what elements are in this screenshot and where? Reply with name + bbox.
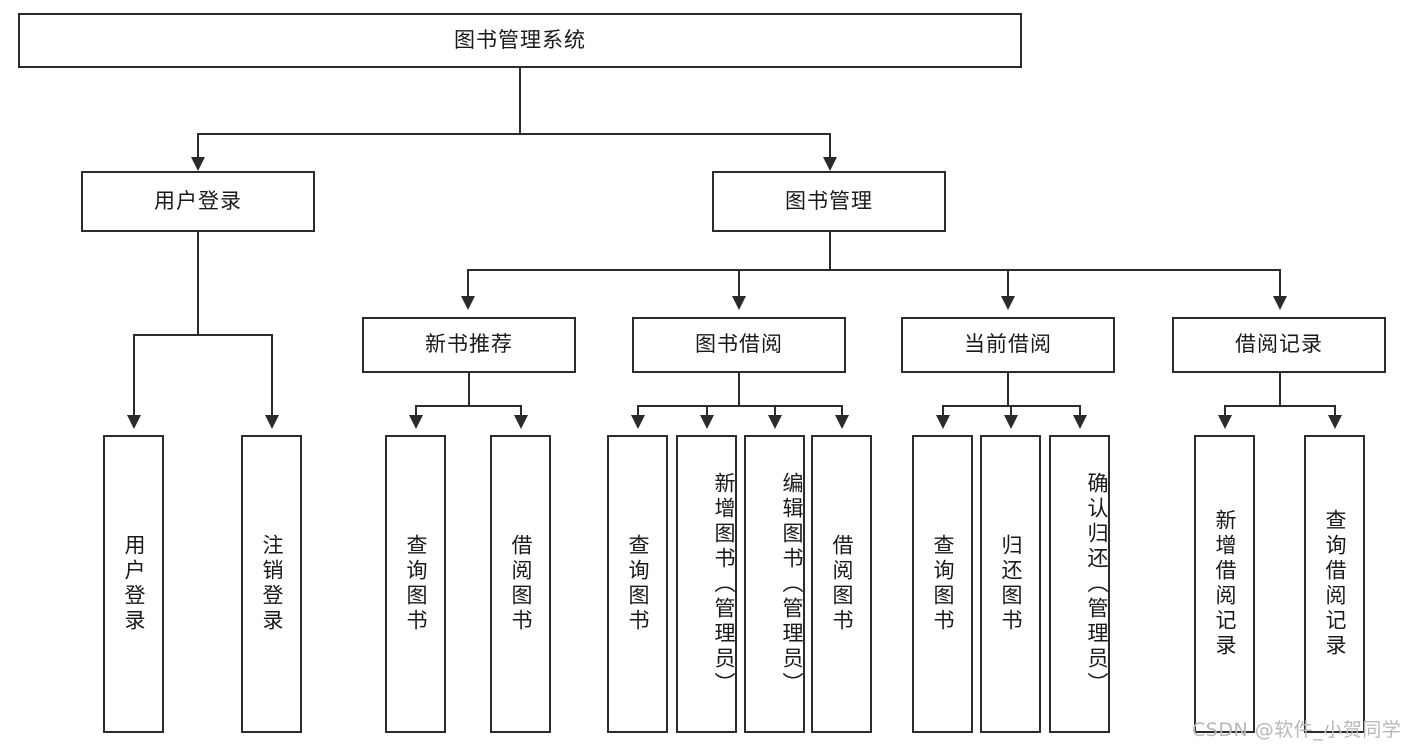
arrowhead-leaf-return-book	[1004, 415, 1018, 429]
arrowhead-book-borrow	[732, 296, 746, 310]
arrowhead-leaf-borrow-book-2	[835, 415, 849, 429]
node-leaf-add-book-label: 新增图书（管理员）	[712, 471, 736, 697]
node-leaf-query-book-3-label: 查询图书	[931, 534, 956, 634]
node-leaf-add-record-label: 新增借阅记录	[1213, 509, 1238, 659]
arrowhead-leaf-add-record	[1218, 415, 1232, 429]
node-leaf-borrow-book-2[interactable]: 借阅图书	[811, 435, 872, 733]
arrowhead-leaf-edit-book	[768, 415, 782, 429]
edge-bb-child-4	[841, 405, 843, 416]
arrowhead-leaf-query-record	[1328, 415, 1342, 429]
edge-book-manage-stem	[829, 232, 831, 271]
arrowhead-leaf-borrow-book-1	[514, 415, 528, 429]
edge-cb-child-3	[1079, 405, 1081, 416]
node-leaf-user-login-label: 用户登录	[122, 534, 147, 634]
edge-new-book-recommend-bus	[415, 405, 522, 407]
edge-nbr-child-2	[520, 405, 522, 416]
arrowhead-book-manage	[823, 157, 837, 171]
node-current-borrow-label: 当前借阅	[964, 332, 1052, 357]
edge-user-login-child-1	[133, 334, 135, 416]
edge-level3-bus	[467, 269, 1281, 271]
edge-to-book-borrow	[738, 269, 740, 297]
edge-to-book-manage	[829, 133, 831, 159]
edge-br-child-2	[1334, 405, 1336, 416]
node-new-book-recommend-label: 新书推荐	[425, 332, 513, 357]
edge-root-stem	[519, 68, 521, 134]
node-leaf-add-record[interactable]: 新增借阅记录	[1194, 435, 1255, 733]
node-leaf-borrow-book-1[interactable]: 借阅图书	[490, 435, 551, 733]
edge-bb-child-2	[706, 405, 708, 416]
edge-cb-child-1	[942, 405, 944, 416]
node-leaf-borrow-book-1-label: 借阅图书	[509, 534, 534, 634]
arrowhead-leaf-query-book-2	[631, 415, 645, 429]
node-leaf-query-book-1[interactable]: 查询图书	[385, 435, 446, 733]
edge-cb-child-2	[1010, 405, 1012, 416]
node-leaf-query-book-2[interactable]: 查询图书	[607, 435, 668, 733]
edge-user-login-bus	[133, 334, 273, 336]
node-leaf-return-book[interactable]: 归还图书	[980, 435, 1041, 733]
edge-borrow-record-bus	[1224, 405, 1336, 407]
edge-level2-bus	[197, 133, 831, 135]
node-leaf-logout-login[interactable]: 注销登录	[241, 435, 302, 733]
edge-user-login-child-2	[271, 334, 273, 416]
node-user-login-label: 用户登录	[154, 188, 242, 213]
node-leaf-user-login[interactable]: 用户登录	[103, 435, 164, 733]
edge-book-borrow-stem	[738, 373, 740, 407]
node-leaf-confirm-return[interactable]: 确认归还（管理员）	[1049, 435, 1110, 733]
arrowhead-leaf-query-book-1	[409, 415, 423, 429]
edge-bb-child-3	[774, 405, 776, 416]
arrowhead-current-borrow	[1001, 296, 1015, 310]
arrowhead-leaf-add-book	[700, 415, 714, 429]
node-leaf-logout-login-label: 注销登录	[260, 534, 285, 634]
node-book-manage[interactable]: 图书管理	[712, 171, 946, 232]
node-leaf-query-record-label: 查询借阅记录	[1323, 509, 1348, 659]
node-current-borrow[interactable]: 当前借阅	[901, 317, 1115, 373]
arrowhead-leaf-query-book-3	[936, 415, 950, 429]
edge-to-current-borrow	[1007, 269, 1009, 297]
node-leaf-query-book-2-label: 查询图书	[626, 534, 651, 634]
edge-to-user-login	[197, 133, 199, 159]
edge-new-book-recommend-stem	[468, 373, 470, 407]
node-leaf-edit-book[interactable]: 编辑图书（管理员）	[744, 435, 805, 733]
node-borrow-record-label: 借阅记录	[1235, 332, 1323, 357]
edge-nbr-child-1	[415, 405, 417, 416]
arrowhead-leaf-logout-login	[265, 415, 279, 429]
edge-borrow-record-stem	[1279, 373, 1281, 407]
node-leaf-query-record[interactable]: 查询借阅记录	[1304, 435, 1365, 733]
node-borrow-record[interactable]: 借阅记录	[1172, 317, 1386, 373]
node-leaf-confirm-return-label: 确认归还（管理员）	[1085, 471, 1109, 697]
arrowhead-new-book-recommend	[461, 296, 475, 310]
node-leaf-return-book-label: 归还图书	[999, 534, 1024, 634]
node-leaf-add-book[interactable]: 新增图书（管理员）	[676, 435, 737, 733]
arrowhead-leaf-user-login	[127, 415, 141, 429]
node-leaf-borrow-book-2-label: 借阅图书	[830, 534, 855, 634]
node-leaf-query-book-1-label: 查询图书	[404, 534, 429, 634]
node-user-login[interactable]: 用户登录	[81, 171, 315, 232]
node-root[interactable]: 图书管理系统	[18, 13, 1022, 68]
node-book-manage-label: 图书管理	[785, 188, 873, 213]
node-leaf-query-book-3[interactable]: 查询图书	[912, 435, 973, 733]
watermark-text: CSDN @软件_小贺同学	[1192, 719, 1402, 741]
arrowhead-user-login	[191, 157, 205, 171]
edge-to-borrow-record	[1279, 269, 1281, 297]
edge-bb-child-1	[637, 405, 639, 416]
node-book-borrow[interactable]: 图书借阅	[632, 317, 846, 373]
node-leaf-edit-book-label: 编辑图书（管理员）	[780, 471, 804, 697]
edge-br-child-1	[1224, 405, 1226, 416]
arrowhead-leaf-confirm-return	[1073, 415, 1087, 429]
node-root-label: 图书管理系统	[454, 27, 586, 52]
arrowhead-borrow-record	[1273, 296, 1287, 310]
edge-current-borrow-stem	[1007, 373, 1009, 407]
node-book-borrow-label: 图书借阅	[695, 332, 783, 357]
node-new-book-recommend[interactable]: 新书推荐	[362, 317, 576, 373]
edge-book-borrow-bus	[637, 405, 843, 407]
edge-to-new-book-recommend	[467, 269, 469, 297]
edge-user-login-stem	[197, 232, 199, 335]
